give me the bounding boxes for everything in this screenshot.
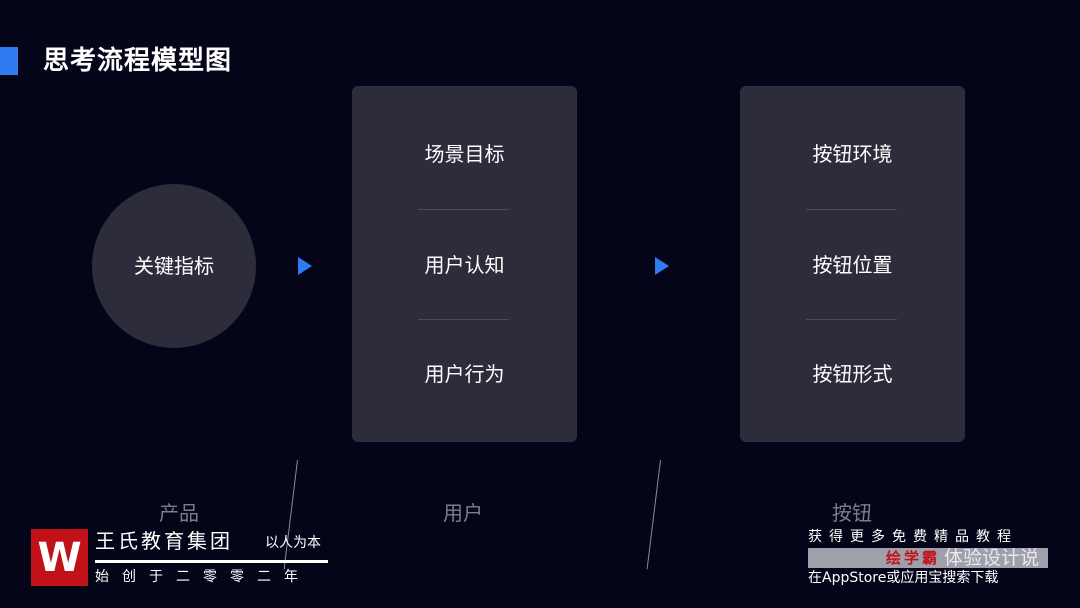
key-metric-label: 关键指标 bbox=[134, 254, 214, 278]
card-item: 按钮环境 bbox=[812, 142, 893, 166]
page-title: 思考流程模型图 bbox=[43, 46, 233, 76]
watermark-motto: 以人为本 bbox=[265, 535, 321, 551]
card-item: 按钮形式 bbox=[812, 362, 893, 386]
card-item: 场景目标 bbox=[424, 142, 505, 166]
watermark-name: 王氏教育集团 bbox=[95, 529, 233, 553]
watermark-brand-bar: 绘学霸 体验设计说 bbox=[808, 548, 1048, 568]
separator-line bbox=[646, 460, 661, 570]
user-card: 场景目标 用户认知 用户行为 bbox=[352, 86, 577, 442]
divider bbox=[806, 209, 897, 210]
wang-logo: W bbox=[31, 529, 88, 586]
brand-red: 绘学霸 bbox=[886, 548, 941, 567]
separator-line bbox=[283, 460, 298, 570]
brand-gray: 体验设计说 bbox=[944, 548, 1040, 568]
divider bbox=[806, 319, 897, 320]
label-product: 产品 bbox=[159, 501, 199, 525]
arrow-right-icon bbox=[655, 257, 669, 275]
watermark-divider bbox=[95, 560, 328, 563]
label-user: 用户 bbox=[443, 501, 483, 525]
title-accent-bar bbox=[0, 47, 18, 75]
card-item: 按钮位置 bbox=[812, 253, 893, 277]
card-item: 用户行为 bbox=[424, 362, 505, 386]
arrow-right-icon bbox=[298, 257, 312, 275]
watermark-right-line2: 在AppStore或应用宝搜索下载 bbox=[808, 570, 999, 586]
watermark-right-line1: 获得更多免费精品教程 bbox=[808, 529, 1018, 545]
divider bbox=[418, 209, 509, 210]
button-card: 按钮环境 按钮位置 按钮形式 bbox=[740, 86, 965, 442]
divider bbox=[418, 319, 509, 320]
label-button: 按钮 bbox=[832, 501, 872, 525]
watermark-year: 始创于二零零二年 bbox=[95, 569, 311, 585]
card-item: 用户认知 bbox=[424, 253, 505, 277]
key-metric-node: 关键指标 bbox=[92, 184, 256, 348]
